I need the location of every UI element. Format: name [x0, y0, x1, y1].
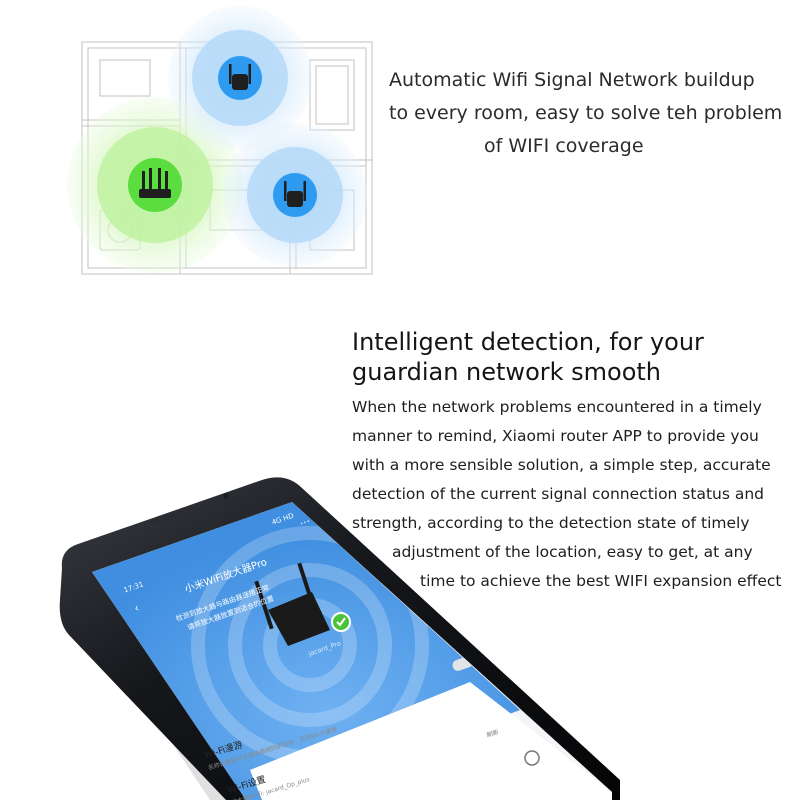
phone-screen [92, 502, 612, 800]
more-icon[interactable]: ··· [298, 515, 312, 531]
section-heading-line: Intelligent detection, for your [352, 328, 704, 356]
description-line: manner to remind, Xiaomi router APP to p… [352, 427, 759, 445]
description-line: adjustment of the location, easy to get,… [392, 543, 753, 561]
refresh-label[interactable]: 刷新 [486, 728, 500, 739]
wifi-extender-icon [273, 173, 317, 217]
back-icon[interactable]: ‹ [132, 601, 140, 615]
phone-app-photo: 17:31 4G HD 小米WiFi放大器Pro 检测到放大器与路由器连接正常 … [59, 477, 620, 800]
description-line: When the network problems encountered in… [352, 398, 762, 416]
description-line: time to achieve the best WIFI expansion … [420, 572, 782, 590]
coverage-caption-line: of WIFI coverage [484, 135, 644, 157]
wifi-extender-icon [218, 56, 262, 100]
coverage-caption-line: Automatic Wifi Signal Network buildup [389, 69, 755, 91]
coverage-caption-line: to every room, easy to solve teh problem [389, 102, 783, 124]
refresh-icon [524, 750, 540, 766]
description-line: strength, according to the detection sta… [352, 514, 750, 532]
description-line: with a more sensible solution, a simple … [352, 456, 771, 474]
wifi-coverage-illustration [67, 6, 373, 275]
wifi-extender-icon [254, 562, 351, 646]
router-icon [128, 158, 182, 212]
section-heading-line: guardian network smooth [352, 358, 662, 386]
description-line: detection of the current signal connecti… [352, 485, 765, 503]
